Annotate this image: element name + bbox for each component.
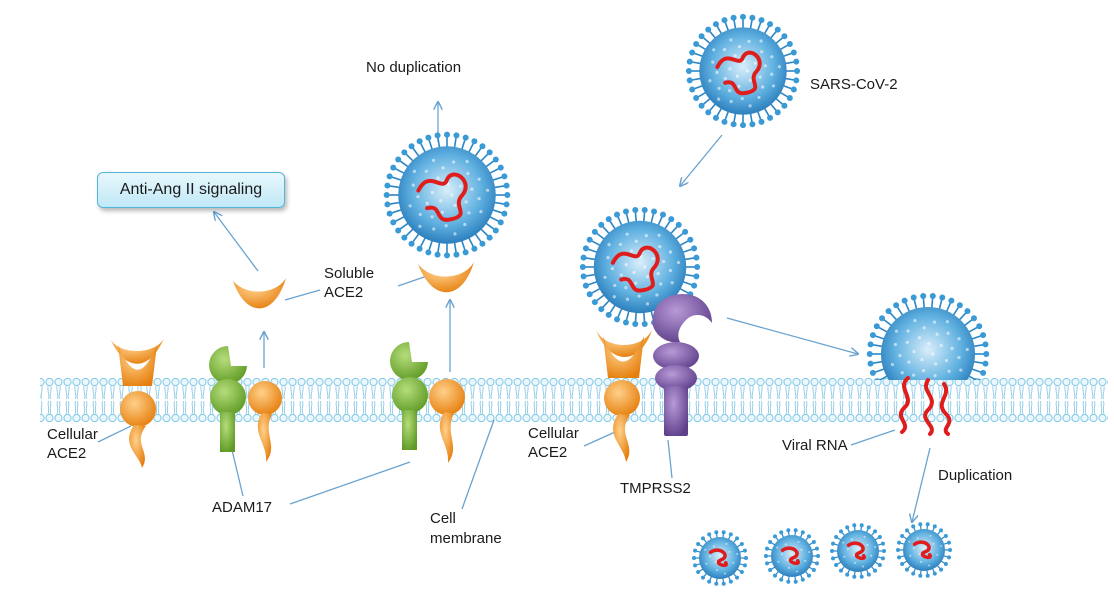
adam17-center bbox=[390, 342, 428, 450]
ace2-stump-center bbox=[429, 379, 465, 463]
soluble-ace2-label-2: ACE2 bbox=[324, 284, 364, 301]
arrow-virus-to-cell bbox=[680, 134, 723, 186]
adam17-label: ADAM17 bbox=[212, 499, 273, 516]
virus-bound-soluble bbox=[383, 131, 511, 259]
progeny-virus-4 bbox=[896, 522, 952, 578]
progeny-virus-1 bbox=[692, 530, 748, 586]
arrows bbox=[97, 102, 931, 522]
viral-rna-label: Viral RNA bbox=[782, 437, 848, 454]
tmprss2-protein bbox=[652, 294, 712, 436]
viral-rna-released bbox=[898, 376, 952, 436]
progeny-virus-2 bbox=[764, 528, 820, 584]
duplication-label: Duplication bbox=[938, 467, 1013, 484]
virus-fusing bbox=[866, 292, 990, 380]
soluble-ace2-label-1: Soluble bbox=[324, 265, 375, 282]
sars-cov-2-free bbox=[685, 13, 801, 129]
no-duplication-label: No duplication bbox=[366, 59, 462, 76]
soluble-ace2-center bbox=[418, 262, 474, 293]
arrow-to-anti-ang bbox=[214, 212, 259, 272]
cellular-ace2-left-label-1: Cellular bbox=[47, 426, 98, 443]
cellular-ace2-right-label-1: Cellular bbox=[528, 425, 579, 442]
cellular-ace2-right-label-2: ACE2 bbox=[528, 444, 568, 461]
tmprss2-label: TMPRSS2 bbox=[620, 480, 691, 497]
cellular-ace2-left-label-2: ACE2 bbox=[47, 445, 87, 462]
cellular-ace2-left bbox=[111, 338, 164, 468]
ace2-stump-left bbox=[248, 381, 282, 462]
adam17-left bbox=[209, 346, 247, 452]
cell-membrane-label-2: membrane bbox=[430, 530, 502, 547]
arrow-entry bbox=[726, 317, 858, 354]
arrow-duplication bbox=[912, 447, 931, 522]
cell-membrane-label-1: Cell bbox=[430, 510, 456, 527]
anti-ang-signaling-box: Anti-Ang II signaling bbox=[97, 172, 285, 208]
cellular-ace2-right bbox=[596, 330, 652, 462]
progeny-virus-3 bbox=[830, 523, 886, 579]
soluble-ace2-left bbox=[233, 278, 286, 309]
sars-cov-2-label: SARS-CoV-2 bbox=[810, 76, 898, 93]
